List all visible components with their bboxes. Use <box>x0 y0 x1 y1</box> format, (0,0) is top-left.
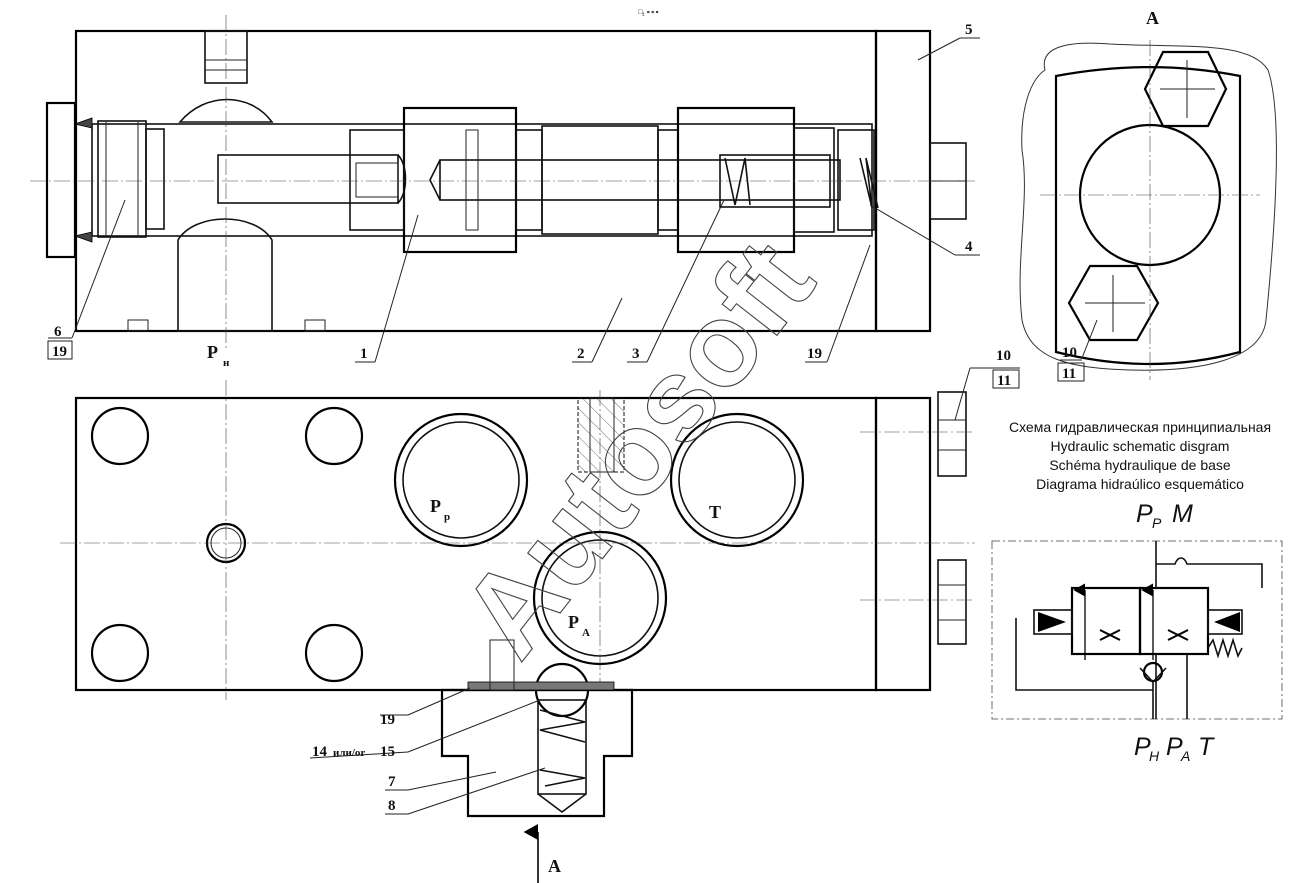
port-ph-label: P <box>207 342 218 362</box>
plan-callouts: 10 11 19 14 или/or 15 7 8 <box>309 348 1020 815</box>
schematic-frame <box>991 540 1283 720</box>
callout-19-plan: 19 <box>380 712 395 728</box>
port-pp-circle <box>393 412 529 548</box>
schem-port-pa: P <box>1166 733 1183 761</box>
schem-port-pp: P <box>1136 500 1153 528</box>
caption-en: Hydraulic schematic disgram <box>1051 438 1230 454</box>
callout-8: 8 <box>388 798 396 814</box>
port-ph-sub: н <box>223 357 230 369</box>
schematic-captions: Схема гидравлическая принципиальная Hydr… <box>1009 419 1271 492</box>
hex-nut-top <box>1143 50 1228 128</box>
port-t-circle <box>669 412 805 548</box>
callout-5: 5 <box>965 22 973 38</box>
caption-ru: Схема гидравлическая принципиальная <box>1009 419 1271 435</box>
mount-hole-bl <box>90 623 150 683</box>
schem-port-m: M <box>1172 500 1193 528</box>
ball-seat <box>178 98 274 123</box>
hex-nut-bottom <box>1067 264 1160 342</box>
plan-end-cap <box>874 396 932 692</box>
check-valve-block: A <box>440 639 634 883</box>
watermark-text: Autosoft <box>436 217 839 680</box>
callout-6: 6 <box>54 324 62 340</box>
check-spring <box>539 769 586 787</box>
callout-2: 2 <box>577 346 585 362</box>
callout-3: 3 <box>632 346 640 362</box>
main-bore <box>91 123 873 237</box>
schem-port-pp-sub: P <box>1152 515 1162 531</box>
view-arrow-label: A <box>548 856 561 876</box>
mount-hole-br <box>304 623 364 683</box>
schem-port-ph-sub: H <box>1149 748 1160 764</box>
callout-or: или/or <box>333 747 365 759</box>
check-valve-housing <box>440 688 634 818</box>
view-a: A 10 11 <box>1019 8 1277 382</box>
callout-10: 10 <box>996 348 1011 364</box>
caption-fr: Schéma hydraulique de base <box>1049 457 1231 473</box>
valve-box-left <box>1070 586 1142 656</box>
callout-4: 4 <box>965 239 973 255</box>
callout-7: 7 <box>388 774 396 790</box>
mount-hole-tl <box>90 406 150 466</box>
plug-flange <box>45 101 77 259</box>
hidden-bore <box>577 397 625 473</box>
valve-box-right <box>1138 586 1210 656</box>
caption-es: Diagrama hidraúlico esquemático <box>1036 476 1244 492</box>
callout-19-right: 19 <box>807 346 822 362</box>
section-callouts: 6 19 P н 1 2 3 4 5 19 <box>47 22 980 369</box>
port-pa-label: P <box>568 612 579 632</box>
view-a-body <box>1054 65 1242 366</box>
schematic-port-labels: P P M P H P A T <box>1134 500 1215 764</box>
port-pp-label: P <box>430 496 441 516</box>
callout-11: 11 <box>997 373 1011 389</box>
view-a-callout-10: 10 <box>1062 345 1077 361</box>
plan-fitting-bottom <box>937 559 967 645</box>
spring-3 <box>724 157 751 206</box>
spring-4 <box>859 157 879 209</box>
tiny-mark: □₂ ∘∘∘ <box>638 8 659 16</box>
plan-fitting-top <box>937 391 967 477</box>
return-spring <box>1207 637 1243 659</box>
spool-bore <box>439 159 841 201</box>
hydraulic-schematic <box>991 540 1283 720</box>
schem-port-t: T <box>1198 733 1215 761</box>
port-pp-sub: p <box>444 511 450 523</box>
view-a-title: A <box>1146 8 1159 28</box>
callout-19-left: 19 <box>52 344 67 360</box>
port-t-label: T <box>709 502 721 522</box>
callout-14: 14 <box>312 744 328 760</box>
plan-view: P p T P A <box>60 380 975 700</box>
callout-15: 15 <box>380 744 395 760</box>
schem-port-pa-sub: A <box>1180 748 1190 764</box>
view-a-callout-11: 11 <box>1062 366 1076 382</box>
schem-port-ph: P <box>1134 733 1151 761</box>
ph-port-bore <box>177 218 273 332</box>
mount-hole-tr <box>304 406 364 466</box>
section-view <box>30 15 975 350</box>
callout-1: 1 <box>360 346 368 362</box>
port-pa-sub: A <box>582 627 590 639</box>
view-a-outline <box>1019 42 1277 371</box>
